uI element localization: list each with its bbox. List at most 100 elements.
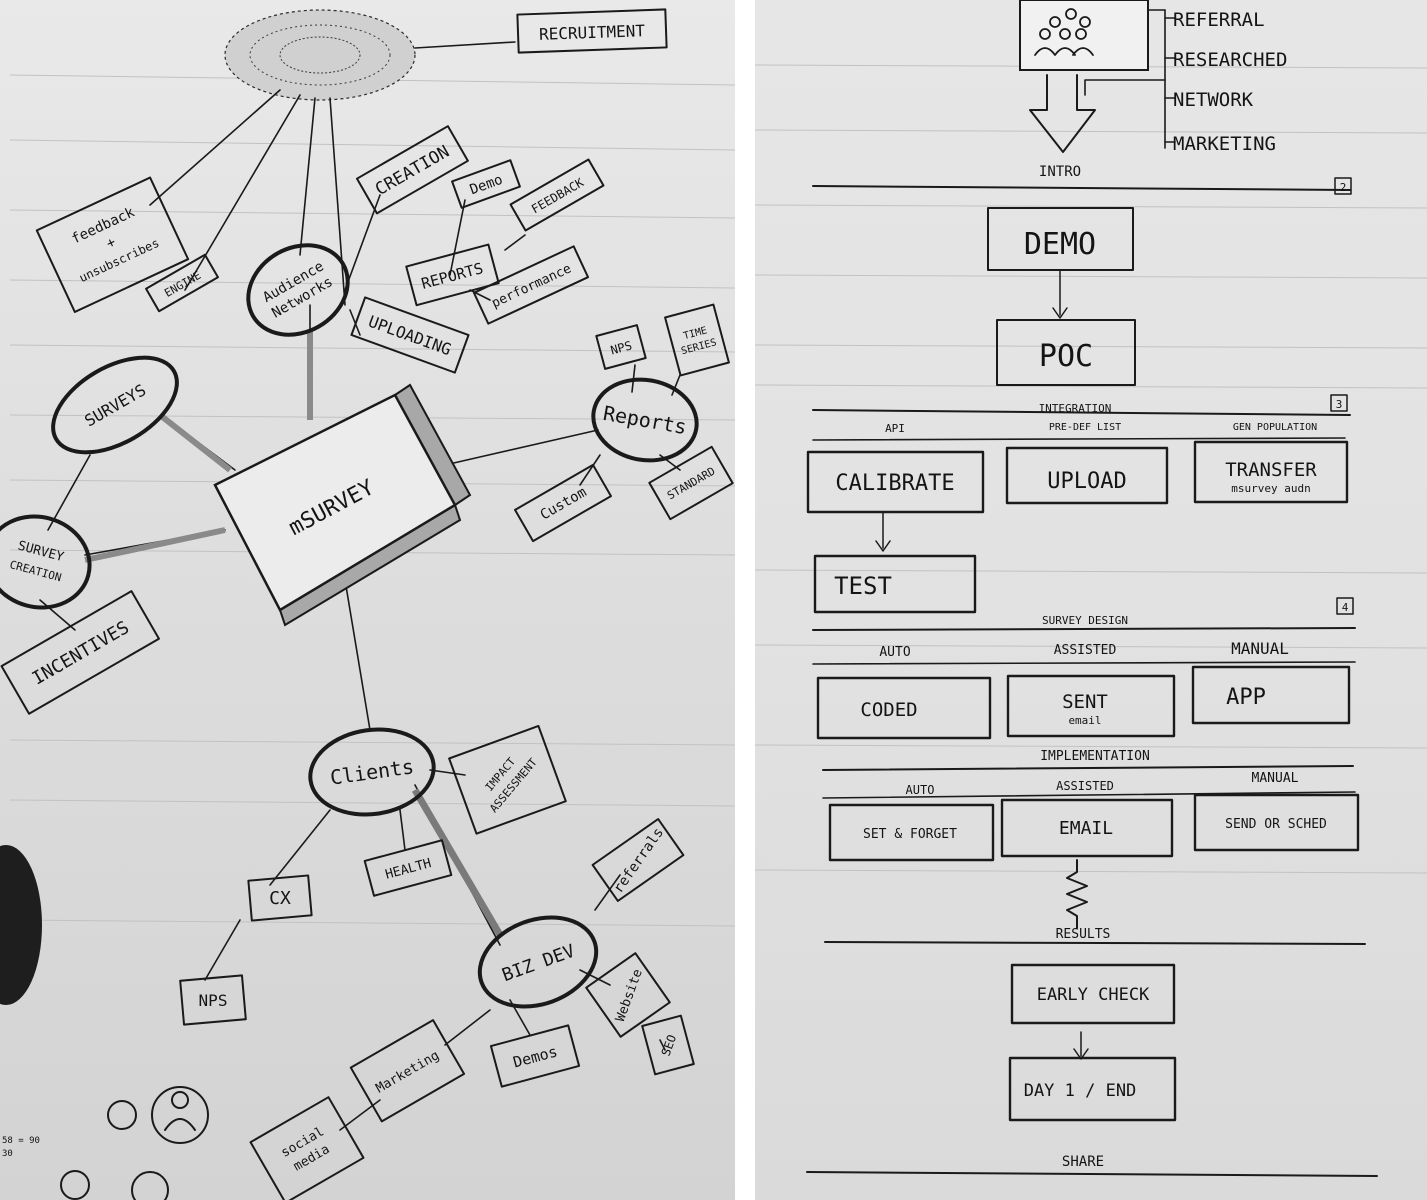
feedback-label: FEEDBACK xyxy=(529,175,587,216)
creation-label: CREATION xyxy=(372,142,453,200)
survey-design-underline xyxy=(812,661,1356,665)
email-label: EMAIL xyxy=(1059,818,1113,839)
demos-label: Demos xyxy=(511,1042,559,1071)
upload-label: UPLOAD xyxy=(1047,469,1126,494)
col-pre-def-list: PRE-DEF LIST xyxy=(1049,422,1121,433)
nps-top-label: NPS xyxy=(609,338,634,357)
channel-marketing: MARKETING xyxy=(1173,133,1276,155)
test-box xyxy=(813,554,977,614)
custom-label: Custom xyxy=(538,484,590,523)
thumb-shadow xyxy=(0,845,42,1005)
process-flow-sheet: REFERRAL RESEARCHED NETWORK MARKETING IN… xyxy=(755,0,1427,1200)
surveys-label: SURVEYS xyxy=(81,380,149,430)
upload-box xyxy=(1005,446,1169,505)
demo-step-label: DEMO xyxy=(1024,227,1096,262)
clients-label: Clients xyxy=(329,754,416,789)
channel-bracket xyxy=(1084,9,1176,149)
seo-label: SEO xyxy=(659,1033,680,1058)
impl-col-auto: AUTO xyxy=(906,783,935,797)
nps-bottom-label: NPS xyxy=(199,991,228,1010)
audience-networks-label: Audience Networks xyxy=(260,258,335,321)
sent-sublabel: email xyxy=(1068,714,1101,727)
reports-big-label: Reports xyxy=(601,401,688,439)
send-sched-box xyxy=(1193,793,1360,852)
social-media-label: social media xyxy=(279,1124,333,1174)
recruitment-label: RECRUITMENT xyxy=(539,21,646,44)
person-doodle-icons xyxy=(60,1086,209,1200)
step-badge-3 xyxy=(1330,394,1348,412)
app-box xyxy=(1191,665,1351,725)
node-boxes xyxy=(0,8,734,1200)
incentives-label: INCENTIVES xyxy=(29,617,133,689)
impl-col-manual: MANUAL xyxy=(1252,771,1299,786)
process-flow-canvas: REFERRAL RESEARCHED NETWORK MARKETING IN… xyxy=(755,0,1427,1177)
node-ellipses xyxy=(0,243,699,1009)
heavy-connectors xyxy=(84,330,504,937)
survey-creation-label: SURVEY CREATION xyxy=(8,539,65,585)
results-divider xyxy=(824,941,1366,945)
health-label: HEALTH xyxy=(384,856,433,883)
survey-design-divider xyxy=(812,627,1356,631)
col-gen-population: GEN POPULATION xyxy=(1233,422,1317,433)
step-badge-4 xyxy=(1336,597,1354,615)
impl-col-assisted: ASSISTED xyxy=(1056,779,1114,793)
svg-text:3: 3 xyxy=(1336,398,1343,411)
section-implementation: IMPLEMENTATION xyxy=(1040,749,1150,764)
svg-text:+: + xyxy=(104,234,118,252)
design-col-auto: AUTO xyxy=(879,645,910,660)
arrowhead-icon xyxy=(1052,307,1068,319)
people-group-icon xyxy=(1034,8,1094,56)
sent-box xyxy=(1006,674,1176,738)
msurvey-center-box xyxy=(213,383,472,627)
audience-cloud-icon xyxy=(224,9,416,101)
section-survey-design: SURVEY DESIGN xyxy=(1042,614,1128,627)
svg-text:58 = 90: 58 = 90 xyxy=(2,1136,40,1146)
channel-researched: RESEARCHED xyxy=(1173,49,1287,71)
design-col-assisted: ASSISTED xyxy=(1054,643,1117,658)
coded-box xyxy=(816,676,992,740)
mind-map-canvas: RECRUITMENT feedback + unsubscribes ENGI… xyxy=(0,8,735,1200)
set-forget-box xyxy=(828,803,995,862)
biz-dev-label: BIZ DEV xyxy=(499,941,578,987)
connector-lines xyxy=(39,41,681,1131)
section-share: SHARE xyxy=(1062,1154,1104,1170)
marketing-label: Marketing xyxy=(373,1048,442,1096)
big-down-arrow-icon xyxy=(1029,74,1096,153)
send-sched-label: SEND OR SCHED xyxy=(1225,817,1327,832)
svg-text:4: 4 xyxy=(1342,601,1349,614)
integration-divider xyxy=(812,409,1351,416)
poc-step-box xyxy=(996,319,1136,386)
sent-label: SENT xyxy=(1062,691,1108,713)
channel-referral: REFERRAL xyxy=(1173,9,1265,31)
step-badge-2 xyxy=(1334,177,1352,195)
early-check-box xyxy=(1010,963,1176,1025)
svg-text:30: 30 xyxy=(2,1149,13,1159)
arrowhead-icon xyxy=(875,540,891,552)
early-check-label: EARLY CHECK xyxy=(1037,985,1150,1005)
svg-text:2: 2 xyxy=(1340,181,1347,194)
mind-map-sheet: RECRUITMENT feedback + unsubscribes ENGI… xyxy=(0,0,735,1200)
poc-step-label: POC xyxy=(1039,339,1093,374)
calibrate-box xyxy=(806,450,985,514)
channel-network: NETWORK xyxy=(1173,89,1254,111)
audience-source-box xyxy=(1019,0,1149,71)
section-results: RESULTS xyxy=(1056,927,1111,942)
implementation-divider xyxy=(822,765,1354,771)
intro-divider xyxy=(812,185,1351,191)
cx-label: CX xyxy=(269,888,291,909)
coded-label: CODED xyxy=(860,699,917,721)
share-divider xyxy=(806,1171,1378,1177)
integration-underline xyxy=(812,437,1346,441)
section-intro: INTRO xyxy=(1039,164,1081,180)
zigzag-connector-icon xyxy=(1066,859,1088,929)
implementation-underline xyxy=(822,791,1356,799)
test-label: TEST xyxy=(834,572,892,600)
day1-end-label: DAY 1 / END xyxy=(1024,1081,1137,1101)
margin-note: 58 = 90 30 xyxy=(2,1136,40,1159)
transfer-sublabel: msurvey audn xyxy=(1231,482,1310,495)
transfer-label: TRANSFER xyxy=(1225,459,1317,481)
engine-label: ENGINE xyxy=(162,269,203,300)
email-box xyxy=(1000,798,1174,858)
app-label: APP xyxy=(1226,685,1266,710)
uploading-label: UPLOADING xyxy=(366,312,454,360)
